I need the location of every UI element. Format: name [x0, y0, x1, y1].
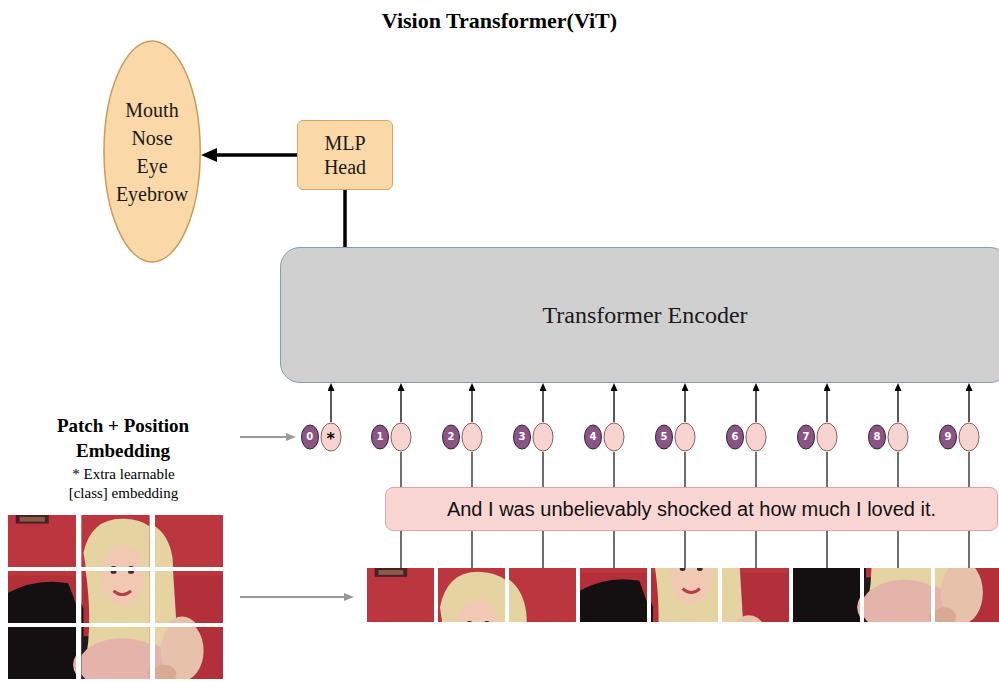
connector-arrow: [207, 153, 297, 157]
connector-arrow: [755, 387, 756, 422]
note-label: * Extra learnable [class] embedding: [56, 465, 191, 503]
node-text: And I was unbelievably shocked at how mu…: [447, 497, 936, 521]
position-embedding: [585, 425, 602, 449]
token-embedding: 4: [584, 422, 625, 452]
patch-embedding: [746, 423, 766, 451]
position-number: 6: [726, 431, 744, 443]
token-embedding: 6: [726, 422, 767, 452]
position-embedding: [798, 425, 815, 449]
position-embedding: [302, 425, 319, 449]
ellipse-shape: [104, 41, 200, 262]
node-text: Mouth Nose Eye Eyebrow: [116, 96, 188, 208]
connector-line: [343, 190, 347, 247]
position-number: 0: [301, 431, 319, 443]
patch-strip: [367, 460, 999, 682]
ellipse-outline: [103, 40, 201, 263]
encoder-box: Transformer Encoder: [280, 247, 999, 383]
patch-embedding: [817, 423, 837, 451]
connector-arrow: [968, 387, 969, 422]
patch-embedding: [888, 423, 908, 451]
caption-box: And I was unbelievably shocked at how mu…: [385, 487, 998, 531]
connector-arrow: [826, 387, 827, 422]
patch-lines: [401, 452, 969, 568]
node-text: Transformer Encoder: [542, 301, 747, 329]
patch-embedding: [462, 423, 482, 451]
position-embedding: [443, 425, 460, 449]
connector-arrow: [400, 387, 401, 422]
patch-embedding: [604, 423, 624, 451]
position-embedding: [514, 425, 531, 449]
position-number: 9: [939, 431, 957, 443]
token-embedding: 7: [797, 422, 838, 452]
position-embedding: [940, 425, 957, 449]
position-number: 5: [655, 431, 673, 443]
position-number: 3: [513, 431, 531, 443]
position-embedding: [372, 425, 389, 449]
token-embedding: 8: [868, 422, 909, 452]
token-embedding: 5: [655, 422, 696, 452]
position-number: 2: [442, 431, 460, 443]
position-number: 4: [584, 431, 602, 443]
class-mark: *: [320, 427, 342, 447]
image-patch: [19, 523, 223, 682]
position-number: 8: [868, 431, 886, 443]
patch-embedding: [959, 423, 979, 451]
token-embedding: 2: [442, 422, 483, 452]
connector-arrow: [684, 387, 685, 422]
connector-arrow: [330, 387, 331, 422]
mlp-head-box: MLP Head: [297, 120, 393, 190]
patch-grid: [8, 515, 223, 682]
patch-embedding: [675, 423, 695, 451]
token-embedding: 3: [513, 422, 554, 452]
connector-arrow: [542, 387, 543, 422]
output-ellipse: Mouth Nose Eye Eyebrow: [103, 40, 201, 263]
token-embedding: 9: [939, 422, 980, 452]
position-embedding: [869, 425, 886, 449]
node-text: MLP Head: [324, 131, 366, 179]
diagram-title: Vision Transformer(ViT): [0, 8, 999, 34]
image-patch: [375, 568, 576, 682]
embedding-label: Patch + Position Embedding: [28, 413, 218, 463]
position-embedding: [727, 425, 744, 449]
pointer-arrow: [240, 596, 350, 598]
token-embedding: 0*: [301, 422, 342, 452]
connector-arrow: [471, 387, 472, 422]
patch-embedding: [533, 423, 553, 451]
position-embedding: [656, 425, 673, 449]
position-number: 7: [797, 431, 815, 443]
connector-arrow: [613, 387, 614, 422]
pointer-arrow: [240, 436, 292, 438]
token-embedding: 1: [371, 422, 412, 452]
patch-embedding: [391, 423, 411, 451]
connector-arrow: [897, 387, 898, 422]
position-number: 1: [371, 431, 389, 443]
image-patch: [588, 514, 789, 682]
